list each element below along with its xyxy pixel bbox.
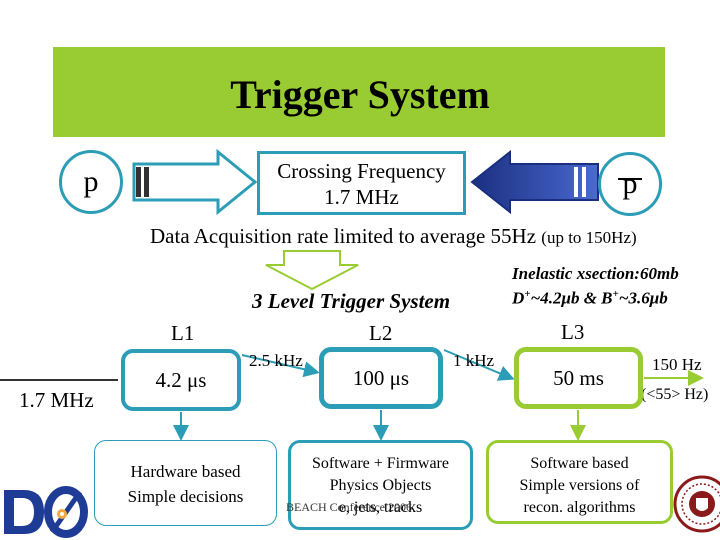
l2-box: 100 μs (319, 347, 443, 409)
antiproton-label: p (622, 167, 638, 200)
proton-left-label: p (83, 165, 99, 198)
page-title: Trigger System (230, 72, 490, 117)
rate-after-l1: 2.5 kHz (249, 351, 303, 370)
l1-label: L1 (171, 321, 195, 345)
crossing-frequency-box: Crossing Frequency 1.7 MHz (257, 151, 466, 215)
antiproton-bar (618, 178, 642, 180)
cross-section-note: Inelastic xsection:60mb D+~4.2μb & B+~3.… (512, 263, 679, 309)
l3-label: L3 (561, 320, 585, 344)
footer-text: BEACH Conference 2006 (286, 500, 412, 514)
cs-mid: ~4.2μb & B (530, 288, 613, 308)
daq-note: (up to 150Hz) (541, 228, 637, 247)
l3-latency: 50 ms (553, 365, 604, 390)
d0-logo (0, 484, 90, 540)
output-rate-avg: (<55> Hz) (641, 386, 709, 403)
daq-rate-text: Data Acquisition rate limited to average… (150, 224, 637, 249)
cs-sup1: + (524, 288, 531, 300)
l3-desc-line1: Software based (530, 455, 629, 472)
cross-section-line2: D+~4.2μb & B+~3.6μb (512, 284, 679, 309)
l2-label: L2 (369, 321, 393, 345)
l2-latency: 100 μs (352, 365, 410, 390)
antiproton-right: p (598, 152, 662, 216)
proton-left: p (59, 150, 123, 214)
title-band (53, 47, 665, 137)
crossing-frequency-label: Crossing Frequency (277, 159, 446, 183)
l3-description: Software based Simple versions of recon.… (486, 440, 673, 524)
l3-desc-line3: recon. algorithms (523, 499, 636, 516)
l1-description: Hardware based Simple decisions (94, 440, 277, 526)
l1-box: 4.2 μs (121, 349, 241, 411)
l3-desc-line2: Simple versions of (519, 477, 640, 494)
l1-desc-line1: Hardware based (130, 462, 241, 481)
daq-main: Data Acquisition rate limited to average… (150, 224, 537, 248)
l2-desc-line1: Software + Firmware (312, 455, 449, 472)
l1-latency: 4.2 μs (155, 367, 207, 392)
university-seal-icon (673, 475, 720, 533)
down-arrow-icon (265, 250, 359, 291)
l3-box: 50 ms (514, 347, 643, 409)
l2-to-l3-arrow (443, 349, 515, 381)
level-system-title: 3 Level Trigger System (252, 289, 451, 313)
right-arrow-icon (132, 148, 258, 216)
l2-desc-line3: e, jets, tracks (338, 499, 423, 516)
cs-post: ~3.6μb (618, 288, 668, 308)
input-rate: 1.7 MHz (19, 388, 94, 412)
crossing-frequency-value: 1.7 MHz (324, 185, 399, 209)
cross-section-line1: Inelastic xsection:60mb (512, 264, 679, 283)
cs-sup2: + (612, 288, 619, 300)
rate-after-l2: 1 kHz (453, 351, 495, 370)
l2-description: Software + Firmware Physics Objects e, j… (288, 440, 473, 530)
output-rate: 150 Hz (652, 355, 702, 374)
cs-d: D (512, 288, 525, 308)
l1-desc-line2: Simple decisions (127, 487, 244, 506)
left-arrow-icon (470, 149, 599, 215)
l1-to-l2-arrow (241, 354, 320, 378)
l2-desc-line2: Physics Objects (329, 477, 432, 494)
